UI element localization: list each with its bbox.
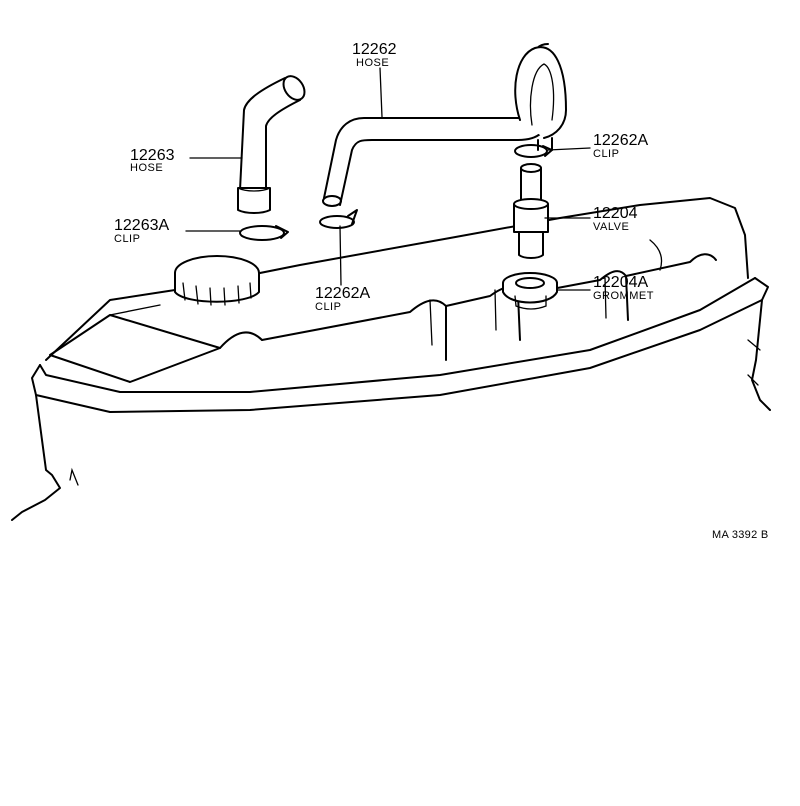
part-name-label: HOSE	[356, 57, 389, 69]
callout-clip-12262a-upper: 12262A CLIP	[593, 132, 648, 160]
clip-12263a-drawing	[239, 225, 289, 241]
cylinder-head-cover-drawing	[11, 197, 771, 521]
part-name-label: VALVE	[593, 221, 629, 233]
hose-12263-drawing	[237, 75, 306, 214]
callout-valve-12204: 12204 VALVE	[593, 205, 638, 233]
callout-grommet-12204a: 12204A GROMMET	[593, 274, 654, 302]
clip-12262a-lower-drawing	[319, 209, 358, 229]
callout-hose-12262: 12262 HOSE	[352, 41, 397, 69]
callout-clip-12263a: 12263A CLIP	[114, 217, 169, 245]
part-number-label: 12262A	[593, 132, 648, 149]
callout-hose-12263: 12263 HOSE	[130, 147, 175, 174]
part-number-label: 12262A	[315, 285, 370, 302]
part-name-label: HOSE	[130, 162, 163, 174]
figure-code: MA 3392 B	[712, 529, 769, 541]
part-number-label: 12263	[130, 147, 175, 164]
part-number-label: 12262	[352, 41, 397, 58]
hose-12262-drawing	[322, 43, 567, 207]
part-name-label: CLIP	[593, 148, 619, 160]
part-name-label: GROMMET	[593, 290, 654, 302]
part-number-label: 12263A	[114, 217, 169, 234]
part-number-label: 12204A	[593, 274, 648, 291]
part-number-label: 12204	[593, 205, 638, 222]
part-name-label: CLIP	[315, 301, 341, 313]
clip-12262a-upper-drawing	[514, 144, 553, 158]
part-name-label: CLIP	[114, 233, 140, 245]
pcv-valve-12204-drawing	[513, 163, 549, 259]
grommet-12204a-drawing	[502, 272, 558, 310]
oil-filler-cap-drawing	[174, 255, 260, 306]
callout-clip-12262a-lower: 12262A CLIP	[315, 285, 370, 313]
leader-lines	[185, 67, 591, 291]
